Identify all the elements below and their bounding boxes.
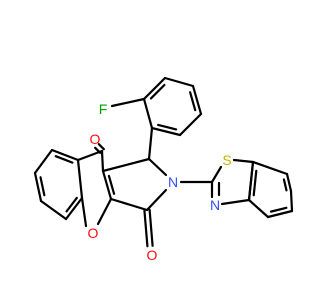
benzothiazole-benzo-bond: [285, 172, 293, 193]
benzo-bond: [76, 158, 84, 200]
benzo-bond: [33, 148, 54, 175]
pyranone-bond: [100, 149, 105, 173]
fluorophenyl-bond: [142, 97, 154, 130]
benzo-bond: [50, 148, 80, 162]
benzo-bond: [64, 196, 84, 221]
pyrrolone-bond: [147, 157, 168, 177]
thiazole-nitrogen-atom-label: N: [210, 197, 220, 213]
pyranone-bond: [80, 196, 88, 228]
double-bond-line: [188, 91, 197, 112]
fluorophenyl-bond: [142, 76, 167, 101]
thiazole-bond: [232, 158, 255, 164]
pyrrole-nitrogen-atom-label: N: [168, 174, 178, 190]
benzothiazole-benzo-bond: [266, 209, 294, 219]
ring-oxygen-atom-label: O: [88, 225, 99, 241]
pyrrolone-bond: [109, 197, 149, 212]
pyranone-bond: [76, 149, 104, 162]
double-bond-line: [157, 123, 178, 131]
benzothiazole-benzo-bond: [289, 189, 294, 213]
atom-label-layer: F O O O N N S: [88, 101, 232, 263]
fluorophenyl-bond: [178, 112, 203, 137]
benzothiazole-benzo-bond: [247, 160, 255, 202]
benzo-bond: [33, 171, 43, 203]
double-bond-line: [65, 196, 78, 213]
ketone-oxygen-atom-label: O: [90, 131, 101, 147]
benzothiazole-benzo-bond: [247, 198, 270, 219]
thiazole-bond: [210, 165, 223, 184]
pyrrolone-bond: [145, 188, 168, 212]
ketone-carbonyl-bond: [97, 143, 105, 151]
aryl-bond: [147, 126, 154, 161]
pyrrolone-bond: [101, 169, 113, 201]
molecule-diagram: F O O O N N S: [33, 76, 294, 263]
double-bond-line: [107, 174, 116, 195]
double-bond-line: [282, 178, 288, 192]
benzothiazole-benzo-bond: [251, 160, 289, 176]
double-bond-line: [54, 155, 74, 164]
fluorophenyl-bond: [150, 126, 182, 137]
benzo-bond: [39, 199, 68, 221]
double-bond-line: [39, 176, 46, 197]
fluorine-atom-label: F: [99, 101, 108, 117]
lactam-oxygen-atom-label: O: [147, 247, 158, 263]
fluorophenyl-bond: [191, 84, 203, 116]
fluorophenyl-bond: [163, 76, 195, 88]
c-f-bond: [110, 97, 146, 108]
double-bond-line: [252, 169, 258, 197]
double-bond-line: [269, 206, 288, 213]
thiazole-sulfur-atom-label: S: [222, 152, 231, 168]
bond-layer: [33, 76, 294, 248]
lactam-carbonyl-bond: [143, 209, 149, 248]
pyranone-bond: [96, 197, 113, 226]
double-bond-line: [149, 83, 166, 100]
pyrrolone-bond: [101, 157, 151, 173]
lactam-carbonyl-bond: [148, 208, 154, 247]
thiazole-bond: [220, 198, 251, 206]
